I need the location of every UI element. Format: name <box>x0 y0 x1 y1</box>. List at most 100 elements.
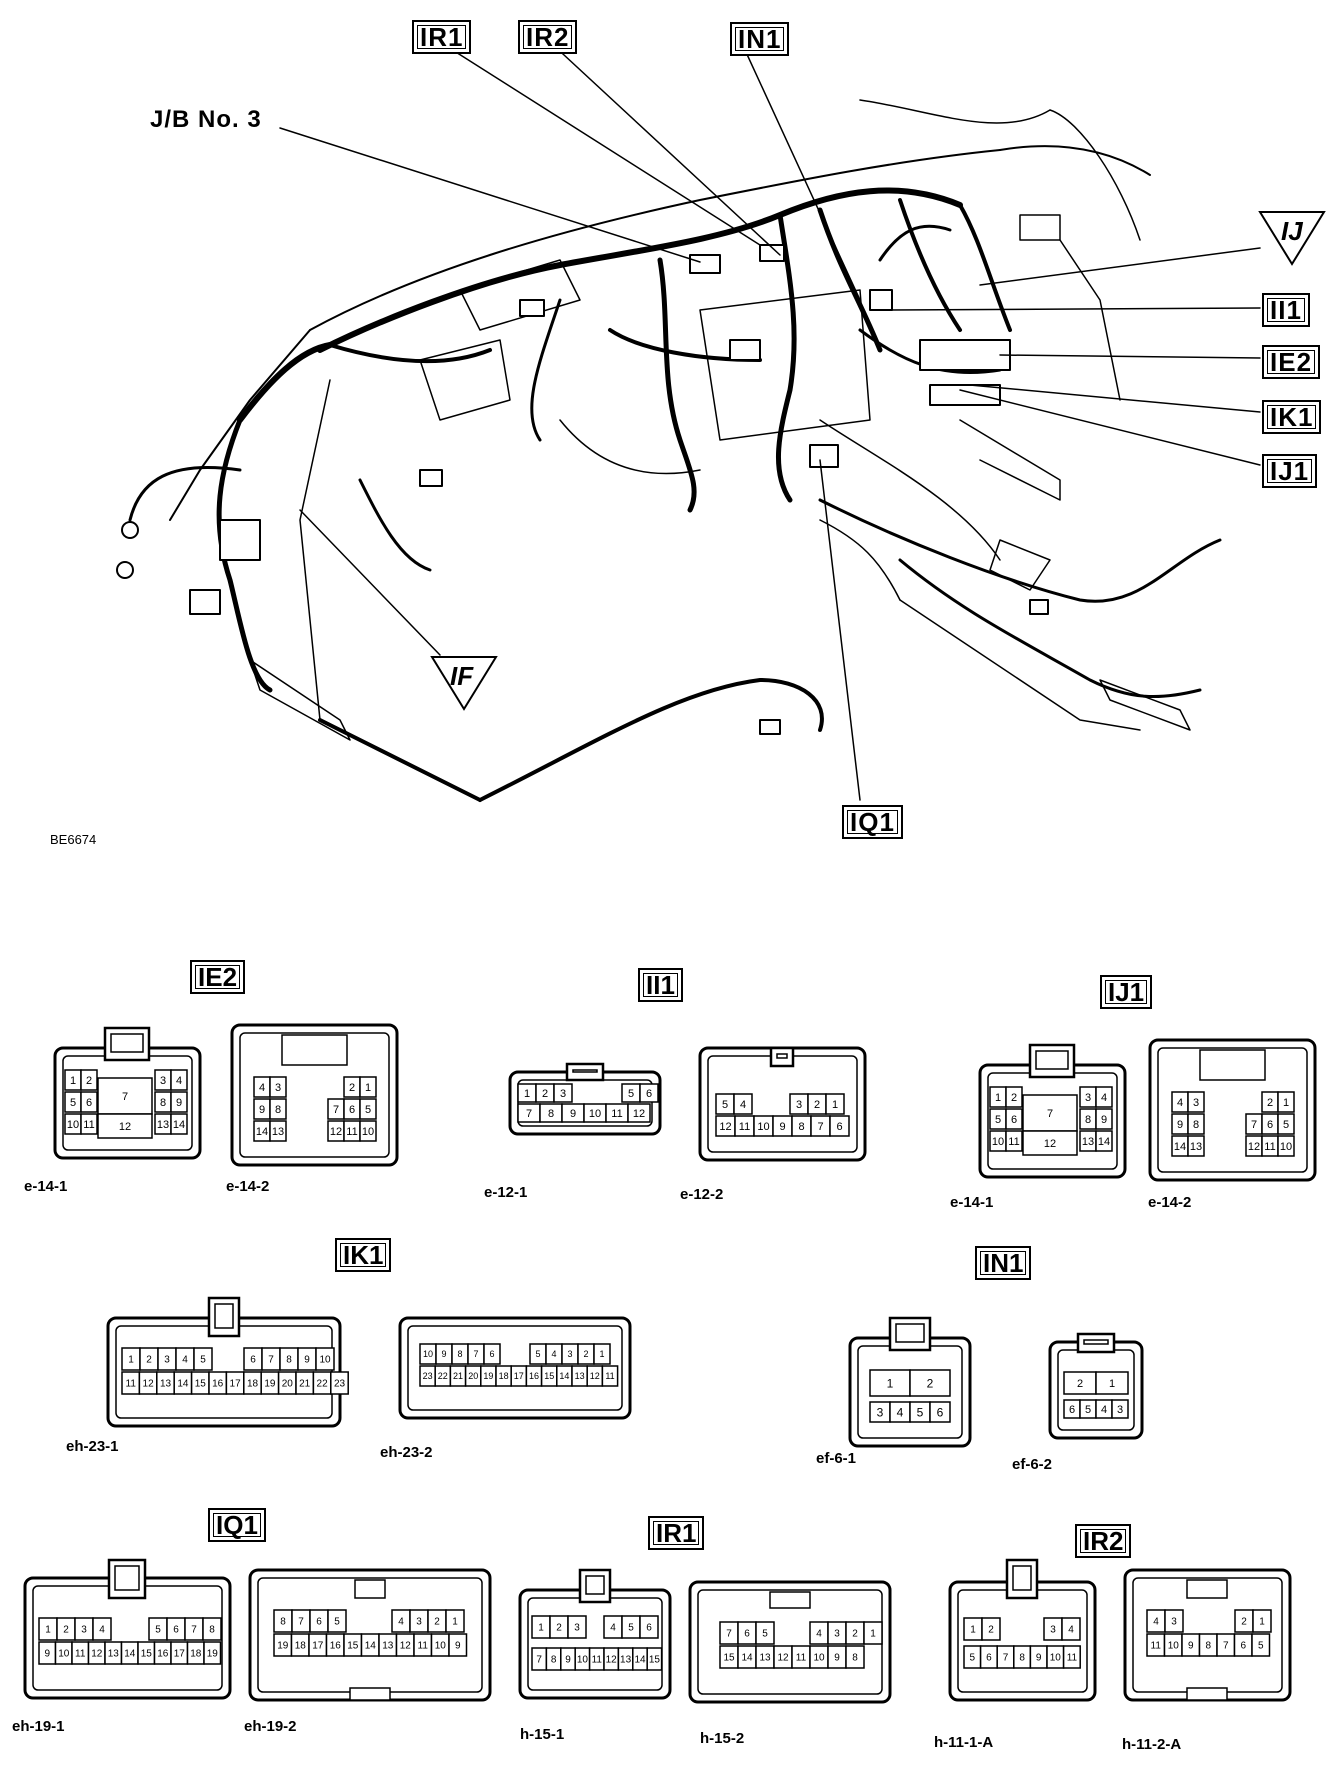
pin-cell <box>734 1115 755 1137</box>
pin-cell <box>1233 1633 1253 1657</box>
pin-cell <box>791 1645 811 1669</box>
connector-ij1-e14-2 <box>1148 1038 1317 1182</box>
pin-cell <box>963 1617 983 1641</box>
callout-ij-triangle <box>1258 211 1326 266</box>
pin-cell <box>97 1077 153 1115</box>
pin-number: 8 <box>457 1349 462 1359</box>
pin-cell <box>80 1113 98 1135</box>
pin-number: 4 <box>1068 1625 1074 1636</box>
pin-number: 1 <box>995 1092 1001 1104</box>
pin-cell <box>297 1347 317 1371</box>
pin-cell <box>1187 1091 1205 1113</box>
pin-number: 15 <box>195 1379 207 1390</box>
pin-cell <box>549 1615 569 1639</box>
callout-ij: IJ <box>1281 216 1303 246</box>
callout-ir2: IR2 <box>518 20 578 54</box>
pin-cell <box>71 1641 90 1665</box>
pin-cell <box>269 1120 287 1142</box>
pin-number: 11 <box>796 1653 807 1664</box>
connector-code: eh-23-1 <box>66 1438 119 1455</box>
connector-ij1-e14-1 <box>978 1063 1127 1179</box>
pin-number: 17 <box>230 1379 242 1390</box>
pin-cell <box>137 1641 156 1665</box>
pin-cell <box>243 1347 263 1371</box>
pin-number: 5 <box>1283 1119 1289 1131</box>
pin-cell <box>1198 1633 1218 1657</box>
pin-number: 12 <box>330 1126 342 1138</box>
pin-cell <box>449 1365 467 1387</box>
pin-number: 7 <box>333 1104 339 1116</box>
connector-iq1-eh19-1 <box>23 1576 232 1700</box>
pin-cell <box>1079 1086 1097 1108</box>
pin-number: 14 <box>741 1653 753 1664</box>
pin-number: 7 <box>298 1617 304 1628</box>
pin-number: 20 <box>468 1371 478 1381</box>
pin-cell <box>556 1365 573 1387</box>
pin-cell <box>419 1343 437 1365</box>
pin-number: 13 <box>160 1379 172 1390</box>
pin-cell <box>1063 1371 1097 1395</box>
latch <box>1028 1043 1076 1079</box>
pin-cell <box>632 1647 648 1671</box>
pin-number: 18 <box>190 1649 202 1660</box>
latch <box>107 1558 147 1600</box>
pin-number: 5 <box>628 1088 634 1100</box>
pin-number: 16 <box>529 1371 539 1381</box>
pin-cell <box>531 1647 548 1671</box>
pin-cell <box>1187 1135 1205 1157</box>
pin-number: 1 <box>970 1625 976 1636</box>
pin-number: 7 <box>726 1629 732 1640</box>
pin-number: 8 <box>1019 1653 1025 1664</box>
pin-cell <box>1261 1113 1279 1135</box>
pin-cell <box>74 1617 94 1641</box>
pin-cell <box>54 1641 73 1665</box>
pin-number: 16 <box>157 1649 169 1660</box>
pin-number: 5 <box>535 1349 540 1359</box>
pin-cell <box>810 1115 831 1137</box>
pin-number: 10 <box>577 1655 589 1666</box>
connector-code: e-12-2 <box>680 1186 724 1203</box>
callout-ii1: II1 <box>1262 293 1310 327</box>
pin-number: 1 <box>128 1355 134 1366</box>
latch <box>578 1568 612 1604</box>
pin-cell <box>359 1120 377 1142</box>
pin-cell <box>1261 1091 1279 1113</box>
pin-cell <box>359 1098 377 1120</box>
pin-number: 3 <box>160 1075 166 1087</box>
connector-in1-ef6-1 <box>848 1336 972 1448</box>
pin-number: 7 <box>268 1355 274 1366</box>
pin-number: 4 <box>1101 1404 1107 1416</box>
latch-bottom <box>1186 1687 1228 1701</box>
pin-number: 7 <box>536 1655 542 1666</box>
pin-cell <box>577 1343 595 1365</box>
pin-number: 4 <box>740 1099 746 1111</box>
pin-cell <box>464 1365 482 1387</box>
connector-iq1-eh19-2-inner <box>257 1577 483 1693</box>
pin-cell <box>92 1617 112 1641</box>
pin-cell <box>395 1633 415 1657</box>
pin-number: 11 <box>75 1649 86 1660</box>
pin-number: 16 <box>330 1641 342 1652</box>
pin-number: 3 <box>574 1623 580 1634</box>
pin-cell <box>269 1076 287 1098</box>
harness-illustration <box>116 41 1261 802</box>
pin-cell <box>184 1617 204 1641</box>
connector-ir2-h11-2-inner <box>1132 1577 1283 1693</box>
key-slot <box>1199 1049 1266 1081</box>
pin-cell <box>989 1108 1007 1130</box>
pin-number: 14 <box>173 1119 185 1131</box>
pin-cell <box>138 1371 158 1395</box>
pin-cell <box>80 1069 98 1091</box>
pin-cell <box>621 1083 641 1103</box>
pin-number: 14 <box>365 1641 377 1652</box>
pin-cell <box>273 1609 293 1633</box>
pin-cell <box>330 1371 349 1395</box>
pin-cell <box>889 1401 911 1423</box>
pin-number: 1 <box>887 1376 894 1390</box>
pin-number: 8 <box>209 1625 215 1636</box>
pin-number: 6 <box>986 1653 992 1664</box>
pin-number: 4 <box>897 1405 904 1419</box>
pin-number: 13 <box>272 1126 284 1138</box>
pin-number: 13 <box>1190 1141 1202 1153</box>
pin-cell <box>170 1091 188 1113</box>
